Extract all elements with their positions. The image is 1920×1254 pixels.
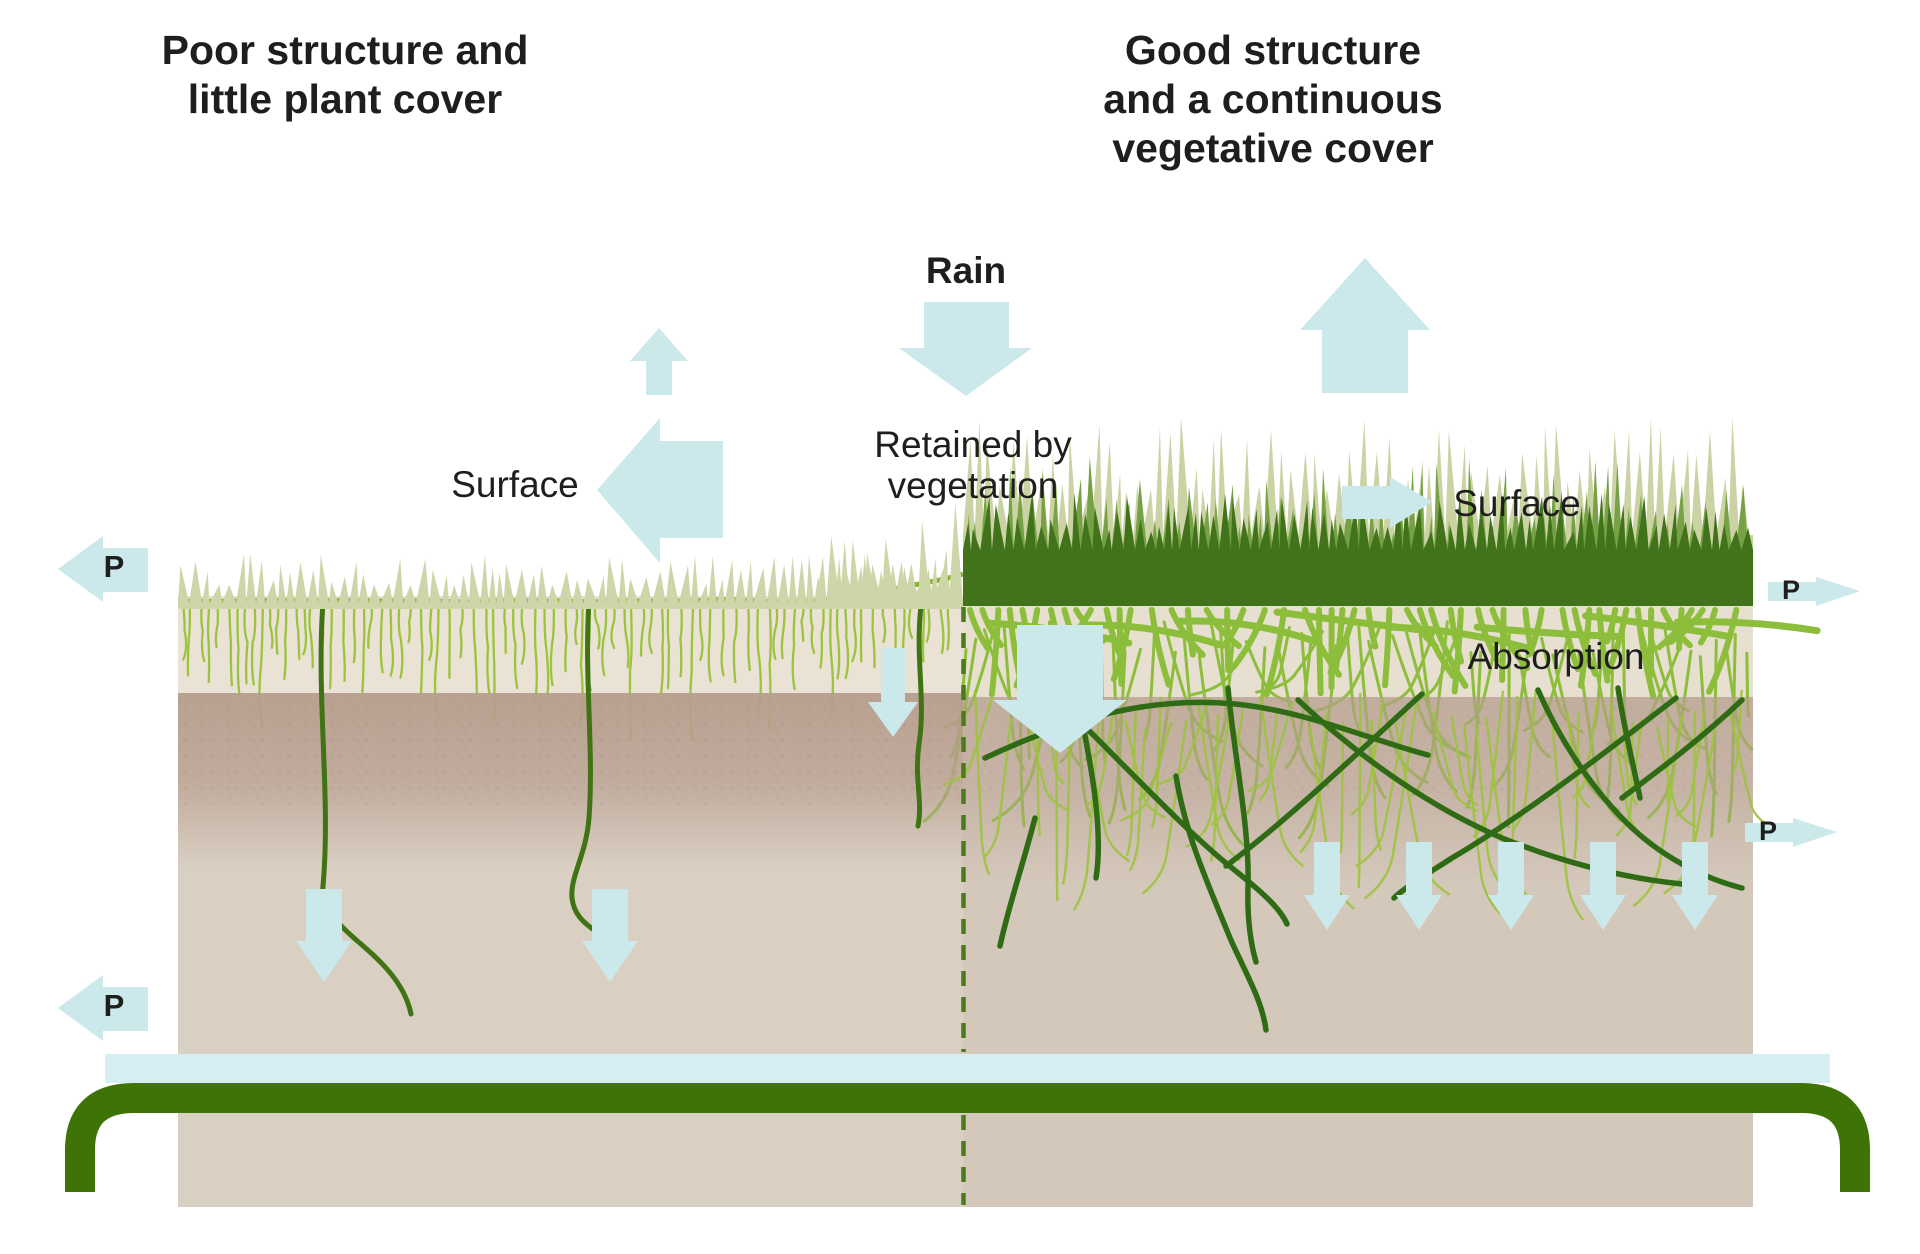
p-marker-bottom-right: P — [1758, 816, 1778, 846]
left-taproot — [914, 603, 924, 829]
drainage-down-arrow-4-icon — [1580, 842, 1626, 930]
drainage-down-arrow-2-icon — [1396, 842, 1442, 930]
subsoil-brown-bands — [178, 693, 1753, 882]
right-dense-grass — [963, 417, 1753, 606]
water-and-pipe — [65, 1054, 1870, 1192]
title-right-pane: Good structure and a continuous vegetati… — [1103, 27, 1443, 171]
evapotranspiration-up-arrow-right-icon — [1300, 258, 1430, 393]
retained-by-vegetation-label: Retained by vegetation — [874, 424, 1072, 506]
drainage-down-arrow-3-icon — [1488, 842, 1534, 930]
p-flow-bottom-right-arrow-icon — [1745, 818, 1837, 847]
drainage-down-arrow-1-icon — [1304, 842, 1350, 930]
surface-runoff-left-arrow-icon — [597, 418, 723, 563]
rain-down-arrow-icon — [899, 302, 1032, 396]
flow-arrows — [58, 258, 1860, 1041]
p-runoff-top-left-arrow-icon — [58, 536, 148, 602]
p-leaching-bottom-left-arrow-icon — [58, 975, 148, 1041]
title-left-pane: Poor structure and little plant cover — [161, 27, 529, 122]
left-taproot — [569, 599, 597, 933]
absorption-label: Absorption — [1467, 636, 1645, 677]
p-marker-top-left: P — [103, 549, 125, 584]
infiltration-left-down-arrow-b-icon — [582, 889, 638, 982]
surface-left-label: Surface — [451, 464, 579, 505]
absorption-big-down-arrow-icon — [993, 625, 1127, 753]
left-sparse-grass — [178, 503, 963, 609]
infiltration-left-down-arrow-a-icon — [296, 889, 352, 982]
infiltration-divide-down-arrow-icon — [868, 648, 918, 737]
p-marker-bottom-left: P — [103, 988, 125, 1023]
drain-pipe — [65, 1083, 1870, 1192]
drainage-down-arrow-5-icon — [1672, 842, 1718, 930]
p-marker-top-right: P — [1781, 575, 1801, 605]
surface-flow-right-arrow-icon — [1342, 477, 1432, 528]
surface-right-label: Surface — [1453, 483, 1581, 524]
p-flow-top-right-arrow-icon — [1768, 577, 1860, 606]
evaporation-up-arrow-left-icon — [630, 328, 688, 395]
rain-label: Rain — [925, 250, 1007, 291]
water-table-band — [105, 1054, 1830, 1083]
